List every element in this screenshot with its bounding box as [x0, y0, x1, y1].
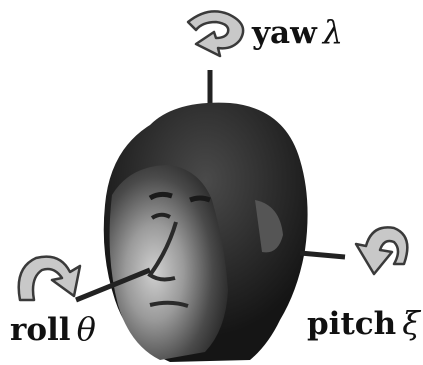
roll-label-word: roll [10, 312, 71, 348]
roll-label-symbol: θ [77, 310, 96, 348]
yaw-label-symbol: λ [323, 13, 343, 51]
pitch-label-word: pitch [307, 306, 396, 342]
pitch-label-symbol: ξ [402, 304, 420, 342]
pitch-axis-line [300, 253, 345, 257]
pitch-rotation-arrow-icon [356, 227, 407, 274]
yaw-rotation-arrow-icon [188, 11, 243, 56]
head-render-icon [104, 103, 308, 362]
yaw-label-word: yaw [252, 15, 317, 51]
roll-rotation-arrow-icon [19, 257, 80, 300]
